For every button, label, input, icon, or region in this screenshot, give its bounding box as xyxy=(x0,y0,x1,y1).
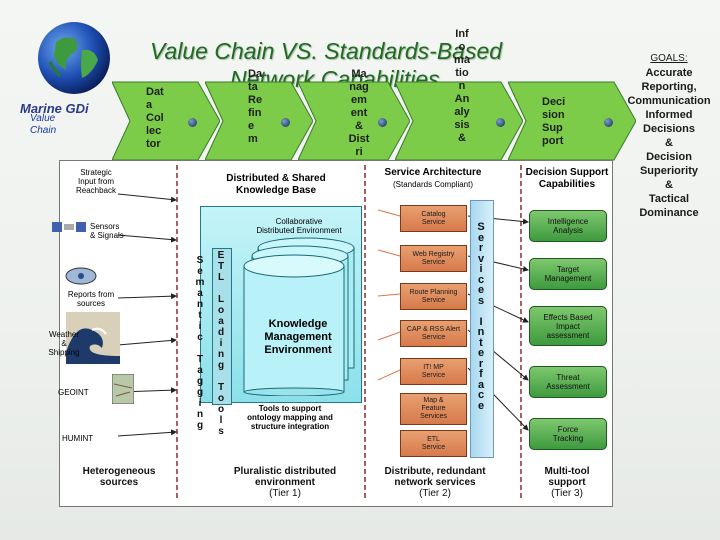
etl-loading-label: E T L L o a d i n g T o o l s xyxy=(217,250,225,437)
collab-label: Collaborative Distributed Environment xyxy=(256,217,342,235)
service-footer-text: Distribute, redundant network services xyxy=(384,466,486,488)
source-humint: HUMINT xyxy=(62,434,94,443)
semantic-tagging-label: S e m a n t i c T a g g i n g xyxy=(195,255,205,431)
chevron-decision-support: Deci sion Sup port xyxy=(508,78,636,164)
distributed-heading: Distributed & Shared Knowledge Base xyxy=(226,173,326,196)
kme-label: Knowledge Management Environment xyxy=(264,318,332,356)
goal-item: Dominance xyxy=(639,207,699,219)
sources-footer: Heterogeneous sources xyxy=(82,466,156,488)
threat-assessment-box: Threat Assessment xyxy=(529,366,607,398)
chevron-label: Da ta Re fin e m xyxy=(248,68,263,145)
chain-dot xyxy=(378,118,387,127)
cap-rss-alert-service-box: CAP & RSS Alert Service xyxy=(400,320,467,347)
knowledge-base-cylinders: Knowledge Management Environment xyxy=(240,236,360,397)
globe-logo-icon xyxy=(36,20,112,96)
source-sensors: Sensors & Signals xyxy=(90,222,124,240)
goal-item: & xyxy=(665,179,673,191)
catalog-service-box: Catalog Service xyxy=(400,205,467,232)
tools-label: Tools to support ontology mapping and st… xyxy=(247,404,333,431)
goal-item: Decision xyxy=(646,151,692,163)
radar-icon xyxy=(64,262,98,286)
satellite-icon xyxy=(50,214,88,240)
goal-item: Superiority xyxy=(639,165,699,177)
wave-image-icon xyxy=(66,312,120,364)
service-heading: Service Architecture xyxy=(384,167,482,178)
decision-footer-text: Multi-tool support xyxy=(544,466,590,488)
source-reports: Reports from sources xyxy=(67,290,115,308)
force-tracking-box: Force Tracking xyxy=(529,418,607,450)
chain-dot xyxy=(496,118,505,127)
service-footer: Distribute, redundant network services (… xyxy=(372,466,498,499)
source-geoint: GEOINT xyxy=(58,388,89,397)
chevron-management-distribution: Ma nag em ent & Dist ri xyxy=(298,68,410,164)
service-subheading: (Standards Compliant) xyxy=(392,180,474,189)
goal-item: Tactical xyxy=(648,193,690,205)
chain-dot xyxy=(604,118,613,127)
map-feature-service-box: Map & Feature Services xyxy=(400,393,467,425)
web-registry-service-box: Web Registry Service xyxy=(400,245,467,272)
goals-panel: GOALS: Accurate Reporting, Communication… xyxy=(620,52,718,220)
chevron-label: Ma nag em ent & Dist ri xyxy=(348,68,370,158)
distributed-footer-text: Pluralistic distributed environment xyxy=(233,466,337,488)
distributed-footer: Pluralistic distributed environment (Tie… xyxy=(205,466,365,499)
chevron-label: Deci sion Sup port xyxy=(542,96,566,147)
target-management-box: Target Management xyxy=(529,258,607,290)
goal-item: Reporting, xyxy=(641,81,697,93)
intelligence-analysis-box: Intelligence Analysis xyxy=(529,210,607,242)
tier-1-label: (Tier 1) xyxy=(269,488,301,499)
chain-dot xyxy=(188,118,197,127)
tier-3-label: (Tier 3) xyxy=(551,488,583,499)
goal-item: Communication xyxy=(627,95,711,107)
logo-subtext: Value Chain xyxy=(30,113,57,136)
map-thumbnail-icon xyxy=(111,373,135,405)
chevron-label: Inf o ma tio n An aly sis & xyxy=(454,28,470,144)
chevron-data-refinement: Da ta Re fin e m xyxy=(205,68,313,164)
route-planning-service-box: Route Planning Service xyxy=(400,283,467,310)
chevron-data-collector: Dat a Col lec tor xyxy=(112,78,220,164)
itmp-service-box: IT! MP Service xyxy=(400,358,467,385)
logo-text: Marine GDi xyxy=(20,101,89,116)
tier-2-label: (Tier 2) xyxy=(419,488,451,499)
decision-heading: Decision Support Capabilities xyxy=(525,167,609,190)
goal-item: Decisions xyxy=(643,123,695,135)
decision-footer: Multi-tool support (Tier 3) xyxy=(524,466,610,499)
slide-title-line1: Value Chain VS. Standards-Based xyxy=(150,38,503,64)
chain-dot xyxy=(281,118,290,127)
etl-bar xyxy=(212,248,232,405)
etl-service-box: ETL Service xyxy=(400,430,467,457)
services-interface-bar xyxy=(470,200,494,458)
chevron-label: Dat a Col lec tor xyxy=(146,86,164,150)
goal-item: & xyxy=(665,137,673,149)
goal-item: Accurate xyxy=(645,67,693,79)
source-reachback: Strategic Input from Reachback xyxy=(75,168,117,195)
source-weather: Weather & Shipping xyxy=(48,330,80,357)
goals-heading: GOALS: xyxy=(650,53,688,64)
effects-impact-box: Effects Based Impact assessment xyxy=(529,306,607,346)
goal-item: Informed xyxy=(645,109,693,121)
services-interface-label: S e r v i c e s I n t e r f a c e xyxy=(477,221,485,412)
chevron-information-analysis: Inf o ma tio n An aly sis & xyxy=(395,28,523,164)
